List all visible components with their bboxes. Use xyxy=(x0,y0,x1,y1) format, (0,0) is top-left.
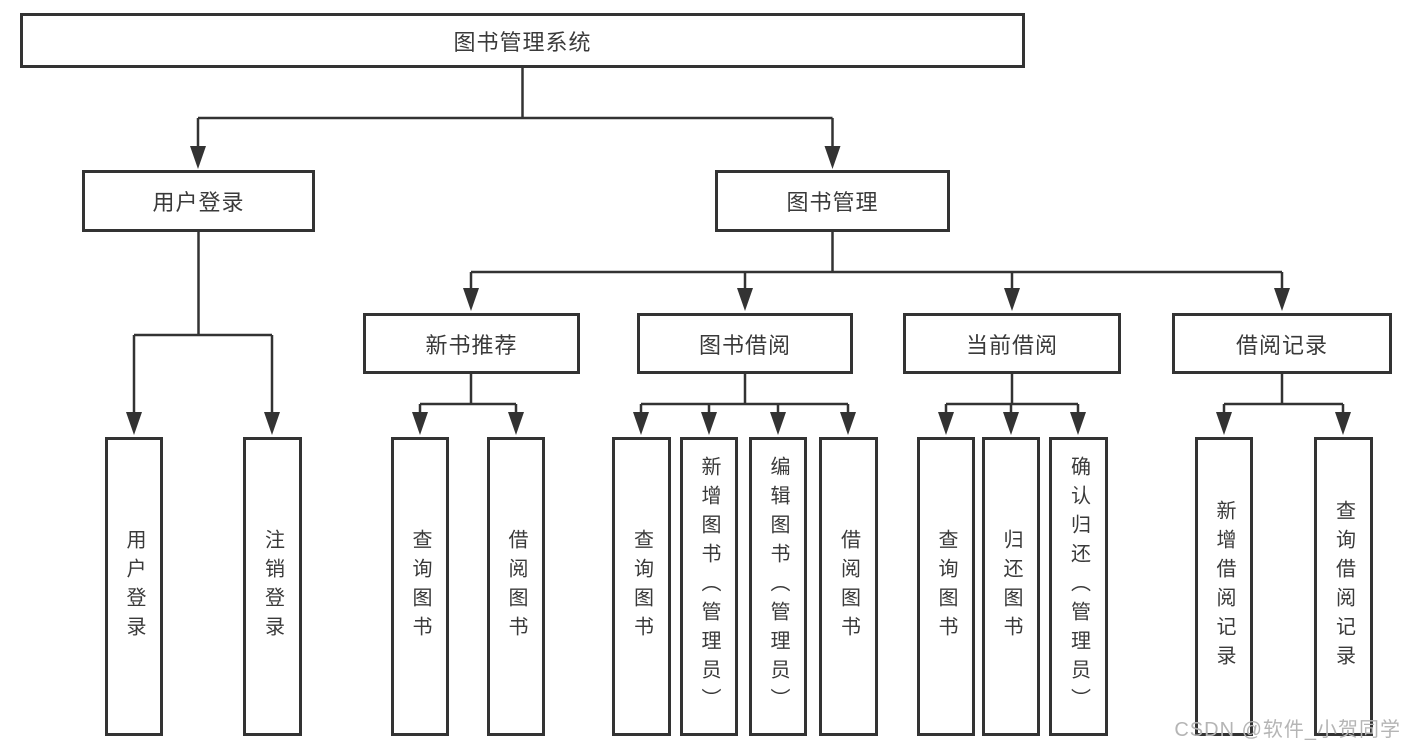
node-label: 新增借阅记录 xyxy=(1213,499,1235,674)
arrowhead xyxy=(412,412,428,435)
arrowhead xyxy=(938,412,954,435)
leaf-add-book-admin: 新增图书（管理员） xyxy=(680,437,738,736)
node-label: 确认归还（管理员） xyxy=(1067,456,1090,717)
arrowhead xyxy=(1070,412,1086,435)
leaf-return-books: 归还图书 xyxy=(982,437,1040,736)
node-new-book-recommendation: 新书推荐 xyxy=(363,313,580,374)
leaf-borrow-books-recommendation: 借阅图书 xyxy=(487,437,545,736)
arrowhead xyxy=(463,288,479,311)
node-label: 图书管理 xyxy=(786,190,879,215)
leaf-query-borrow-record: 查询借阅记录 xyxy=(1314,437,1373,736)
arrowhead xyxy=(1335,412,1351,435)
node-label: 新增图书（管理员） xyxy=(698,456,720,717)
arrowhead xyxy=(824,146,841,169)
node-label: 借阅记录 xyxy=(1235,332,1328,358)
arrowhead xyxy=(840,412,856,435)
leaf-user-login: 用户登录 xyxy=(105,437,163,736)
arrowhead xyxy=(508,412,524,435)
node-label: 借阅图书 xyxy=(837,528,860,645)
connector-new-book-recommendation xyxy=(418,374,518,414)
node-label: 用户登录 xyxy=(152,190,245,215)
node-label: 图书借阅 xyxy=(698,332,791,358)
node-book-management: 图书管理 xyxy=(715,170,950,232)
leaf-add-borrow-record: 新增借阅记录 xyxy=(1195,437,1253,736)
node-label: 注销登录 xyxy=(261,528,284,645)
leaf-confirm-return-admin: 确认归还（管理员） xyxy=(1049,437,1108,736)
arrowhead xyxy=(126,412,142,435)
watermark: CSDN @软件_小贺同学 xyxy=(1174,719,1401,741)
node-label: 借阅图书 xyxy=(505,528,527,645)
arrowhead xyxy=(633,412,649,435)
leaf-query-books-borrowing: 查询图书 xyxy=(612,437,671,736)
node-label: 查询图书 xyxy=(630,528,653,645)
node-label: 图书管理系统 xyxy=(453,29,592,55)
arrowhead xyxy=(1274,288,1290,311)
node-label: 新书推荐 xyxy=(425,332,518,358)
connector-book-borrowing xyxy=(639,374,850,414)
node-label: 用户登录 xyxy=(123,528,145,645)
arrowhead xyxy=(701,412,717,435)
node-label: 编辑图书（管理员） xyxy=(767,456,789,717)
arrowhead xyxy=(770,412,786,435)
node-book-borrowing: 图书借阅 xyxy=(637,313,853,374)
connector-root xyxy=(196,68,834,148)
leaf-query-books-current: 查询图书 xyxy=(917,437,975,736)
leaf-query-books-recommendation: 查询图书 xyxy=(391,437,449,736)
node-library-management-system: 图书管理系统 xyxy=(20,13,1025,68)
leaf-edit-book-admin: 编辑图书（管理员） xyxy=(749,437,807,736)
node-borrowing-records: 借阅记录 xyxy=(1172,313,1392,374)
arrowhead xyxy=(1003,412,1019,435)
node-label: 查询图书 xyxy=(409,528,431,645)
arrowhead xyxy=(1216,412,1232,435)
leaf-logout: 注销登录 xyxy=(243,437,302,736)
connector-borrowing-records xyxy=(1222,374,1345,414)
node-user-login: 用户登录 xyxy=(82,170,315,232)
connector-user-login xyxy=(132,232,274,414)
connector-book-management xyxy=(469,232,1284,290)
node-current-borrowing: 当前借阅 xyxy=(903,313,1121,374)
node-label: 查询借阅记录 xyxy=(1332,499,1355,674)
arrowhead xyxy=(1004,288,1020,311)
node-label: 当前借阅 xyxy=(965,332,1058,358)
arrowhead xyxy=(264,412,280,435)
node-label: 归还图书 xyxy=(1000,528,1022,645)
node-label: 查询图书 xyxy=(935,528,957,645)
connector-current-borrowing xyxy=(944,374,1080,414)
arrowhead xyxy=(737,288,753,311)
leaf-borrow-books-borrowing: 借阅图书 xyxy=(819,437,878,736)
arrowhead xyxy=(190,146,206,169)
